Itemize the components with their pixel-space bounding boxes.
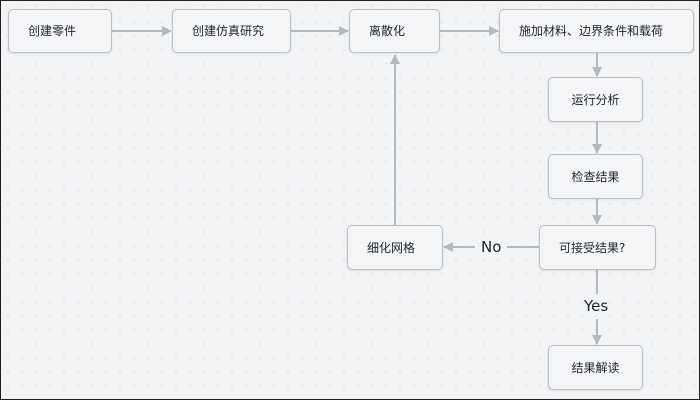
node-create-study-label: 创建仿真研究	[192, 24, 265, 38]
node-create-part[interactable]: 创建零件	[8, 9, 112, 53]
node-acceptable-decision-label: 可接受结果?	[559, 240, 626, 255]
node-apply-materials[interactable]: 施加材料、边界条件和载荷	[499, 9, 694, 53]
node-refine-mesh-label: 细化网格	[367, 240, 416, 255]
node-create-study[interactable]: 创建仿真研究	[172, 9, 291, 53]
edge-label-yes: Yes	[584, 297, 609, 315]
node-run-analysis[interactable]: 运行分析	[548, 77, 643, 122]
node-acceptable-decision[interactable]: 可接受结果?	[539, 225, 656, 270]
node-interpret-results[interactable]: 结果解读	[548, 345, 643, 390]
node-interpret-results-label: 结果解读	[571, 360, 620, 375]
node-refine-mesh[interactable]: 细化网格	[347, 225, 443, 270]
node-check-results-label: 检查结果	[571, 169, 620, 184]
node-run-analysis-label: 运行分析	[571, 92, 620, 107]
node-discretize[interactable]: 离散化	[349, 9, 440, 53]
edge-label-no: No	[481, 238, 502, 256]
node-discretize-label: 离散化	[369, 24, 406, 38]
node-create-part-label: 创建零件	[28, 24, 77, 38]
node-check-results[interactable]: 检查结果	[548, 154, 643, 199]
node-apply-materials-label: 施加材料、边界条件和载荷	[519, 24, 664, 38]
